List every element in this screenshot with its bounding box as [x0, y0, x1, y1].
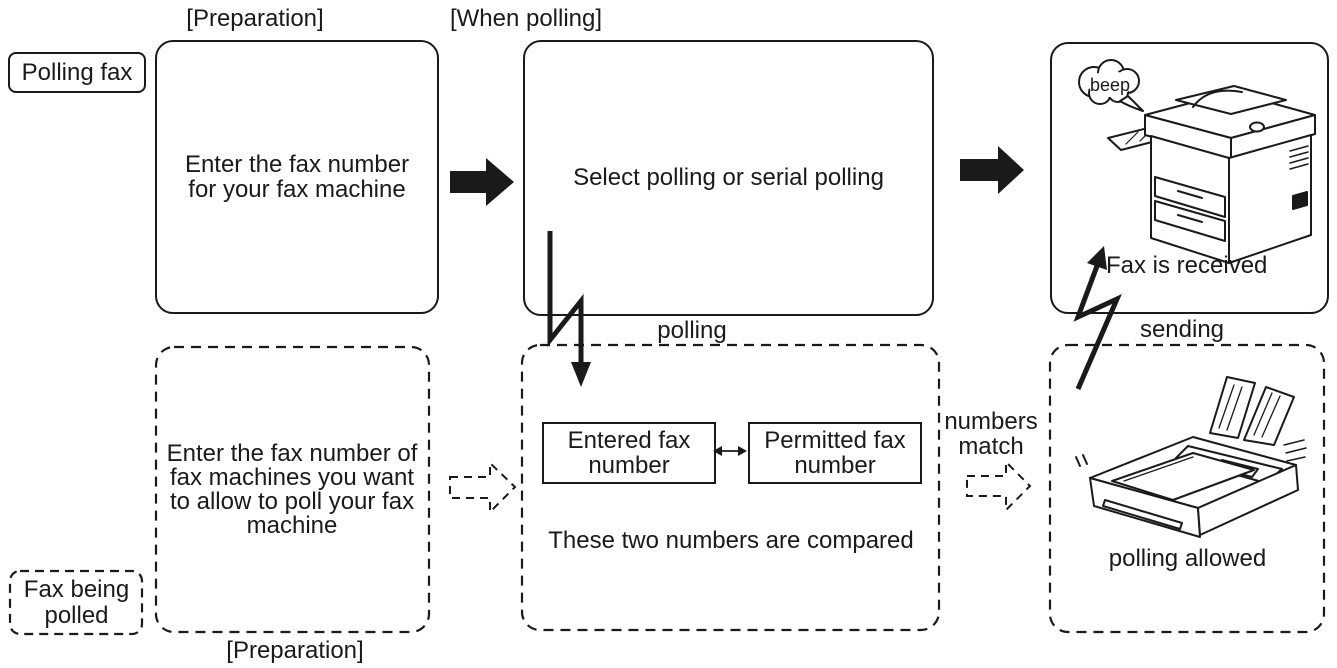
preparation-step-text-line: for your fax machine [188, 176, 406, 203]
polling-dashed-border [520, 343, 941, 632]
fax-machine-illustration [1075, 376, 1307, 538]
fax-being-polled-tag: Fax being polled [10, 571, 143, 635]
preparation-step-box-polled: Enter the fax number of fax machines you… [155, 347, 429, 633]
beep-text: beep [1090, 75, 1130, 95]
permitted-fax-number-line: Permitted fax [764, 427, 906, 454]
preparation-polled-text-line: Enter the fax number of [166, 440, 418, 467]
fax-being-polled-tag-line: Fax being [23, 576, 130, 603]
numbers-match-line: match [958, 433, 1024, 460]
sending-caption: sending [1139, 316, 1225, 343]
polling-fax-tag-label: Polling fax [21, 58, 133, 86]
entered-fax-number-line: Entered fax [567, 427, 691, 454]
copier-illustration: beep [1078, 59, 1316, 264]
fax-received-label: Fax is received [1106, 252, 1268, 279]
when-polling-caption: [When polling] [449, 5, 603, 32]
preparation-step-box: Enter the fax number for your fax machin… [155, 40, 439, 314]
when-polling-step-box: Select polling or serial polling [523, 40, 934, 316]
permitted-fax-number-line: number [794, 452, 876, 479]
double-arrow-icon [713, 446, 747, 456]
polling-allowed-label: polling allowed [1108, 545, 1267, 572]
beep-speech-bubble: beep [1078, 59, 1144, 112]
flow-arrow-right-icon [960, 146, 1024, 194]
paper-trays [1209, 376, 1295, 446]
numbers-compared-note: These two numbers are compared [548, 527, 914, 554]
dashed-arrow-right-icon [449, 460, 517, 515]
copier-body [1107, 85, 1316, 264]
permitted-fax-number-box: Permitted fax number [748, 422, 922, 484]
fax-being-polled-tag-line: polled [44, 602, 109, 629]
when-polling-step-text: Select polling or serial polling [573, 164, 884, 191]
preparation-caption-bottom: [Preparation] [226, 637, 364, 664]
numbers-match-line: numbers [944, 408, 1038, 435]
preparation-polled-text-line: machine [246, 512, 338, 539]
entered-fax-number-line: number [588, 452, 670, 479]
numbers-match-label: numbers match [935, 409, 1047, 459]
fax-body [1075, 436, 1307, 538]
flow-arrow-right-icon [450, 158, 514, 206]
polling-fax-tag: Polling fax [8, 52, 146, 93]
preparation-polled-text-line: to allow to poll your fax [169, 488, 415, 515]
preparation-polled-text-line: fax machines you want [169, 464, 415, 491]
dashed-arrow-right-icon [966, 459, 1032, 513]
polling-caption: polling [657, 317, 727, 344]
entered-fax-number-box: Entered fax number [542, 422, 716, 484]
preparation-step-text-line: Enter the fax number [184, 151, 410, 178]
preparation-caption-top: [Preparation] [186, 5, 324, 32]
